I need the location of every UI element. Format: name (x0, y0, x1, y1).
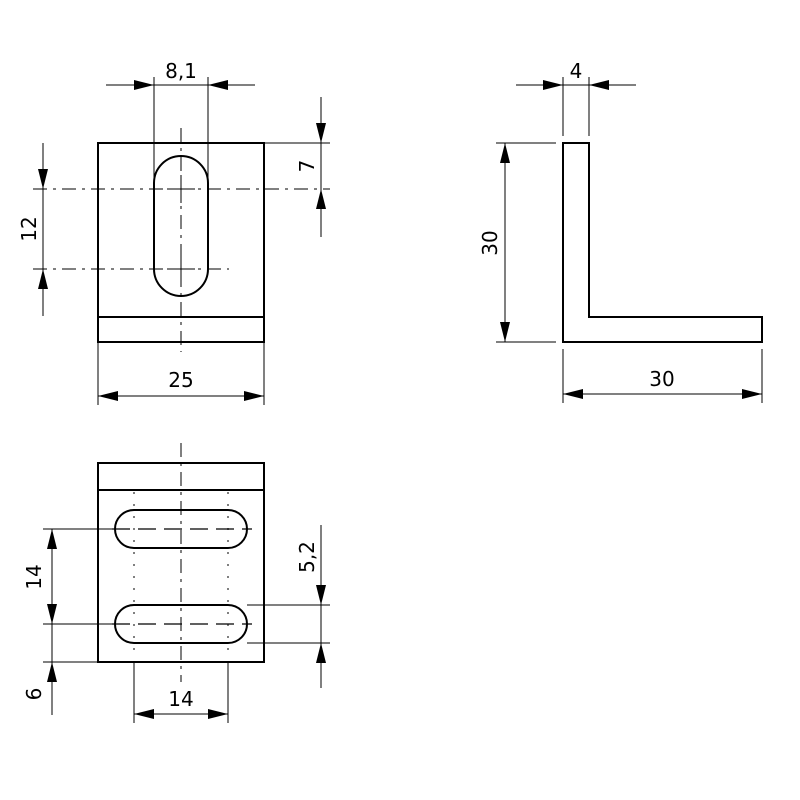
dim-hole-spacing: 12 (17, 143, 48, 316)
dim-thickness: 4 (516, 59, 636, 136)
front-view: 8,1 7 12 25 (17, 59, 330, 405)
dim-length: 30 (562, 349, 763, 403)
dim-slot-pitch: 14 (22, 528, 112, 625)
dim-label-total-width: 25 (168, 368, 193, 392)
dim-slot-span: 14 (133, 662, 229, 723)
dim-total-width: 25 (97, 342, 265, 405)
side-view-profile (562, 142, 763, 343)
dim-label-slot-width: 8,1 (165, 59, 197, 83)
dim-slot-width: 8,1 (106, 59, 255, 183)
top-view: 14 6 5,2 14 (22, 443, 330, 723)
side-view: 4 30 30 (478, 59, 763, 403)
dim-slot-depth: 7 (264, 97, 330, 237)
dim-top-slot-width: 5,2 (247, 525, 330, 688)
dim-label-slot-span: 14 (168, 687, 193, 711)
dim-label-height: 30 (478, 230, 502, 255)
dim-height: 30 (478, 142, 556, 343)
dim-label-slot-depth: 7 (295, 160, 319, 173)
dim-label-hole-spacing: 12 (17, 216, 41, 241)
dim-label-thickness: 4 (570, 59, 583, 83)
top-upper-slot (114, 509, 248, 549)
dim-label-edge-offset: 6 (22, 688, 46, 701)
top-lower-slot (114, 604, 248, 644)
dim-label-length: 30 (649, 367, 674, 391)
dim-label-slot-pitch: 14 (22, 564, 46, 589)
dim-edge-offset: 6 (22, 624, 98, 715)
dim-label-top-slot-width: 5,2 (295, 541, 319, 573)
